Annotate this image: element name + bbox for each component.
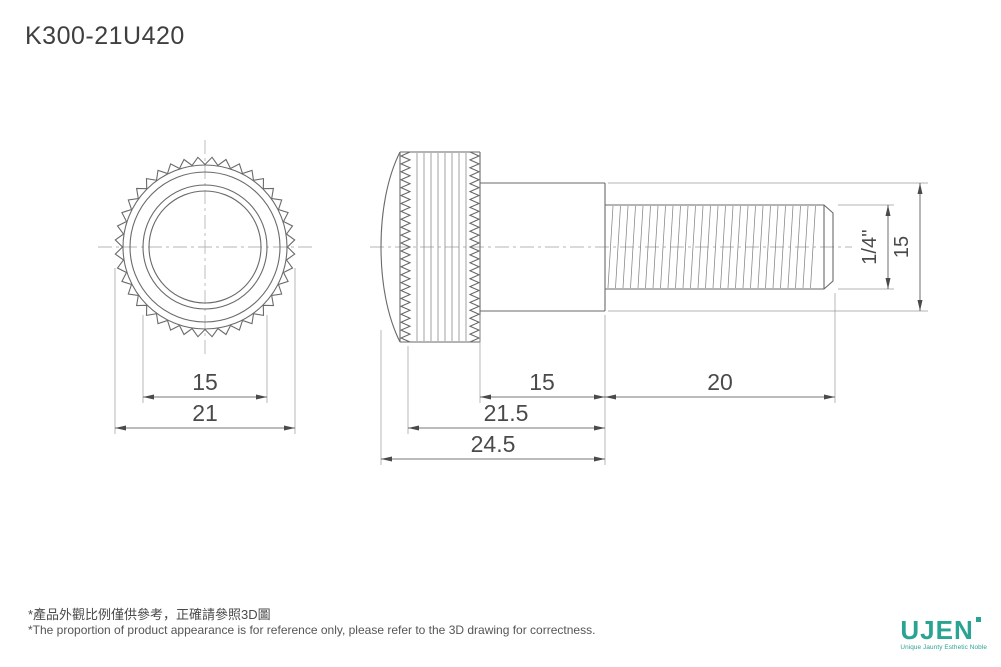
logo-mark-icon — [975, 616, 981, 622]
side-knurl-texture — [399, 151, 481, 343]
dimensions: 15 21 15 20 21.5 24.5 1/4'' 15 — [114, 182, 928, 465]
extension-lines — [114, 182, 928, 465]
dim-collar-diameter-label: 15 — [891, 236, 913, 258]
logo-tagline: Unique Jaunty Esthetic Noble — [900, 643, 987, 651]
footnote-english: *The proportion of product appearance is… — [28, 623, 596, 637]
dim-collar-length-label: 15 — [529, 369, 555, 395]
knurl-inner-circle — [129, 171, 281, 323]
dim-thread-diameter-label: 1/4'' — [859, 229, 881, 264]
thread-texture — [607, 205, 816, 289]
dim-total-length-label: 24.5 — [471, 431, 516, 457]
side-knurl-right-serration — [468, 151, 481, 343]
dome-profile — [380, 151, 401, 343]
side-view — [370, 151, 852, 343]
dim-front-outer-label: 21 — [192, 400, 218, 426]
front-view — [98, 140, 312, 355]
thread-hatch — [607, 205, 816, 289]
dim-front-inner-label: 15 — [192, 369, 218, 395]
dim-head-length-label: 21.5 — [484, 400, 529, 426]
brand-logo: UJEN Unique Jaunty Esthetic Noble — [900, 614, 987, 651]
footnote-chinese: *產品外觀比例僅供參考，正確請參照3D圖 — [28, 607, 271, 622]
thread-outline — [605, 204, 834, 290]
dim-thread-length-label: 20 — [707, 369, 733, 395]
logo-wordmark: UJEN — [900, 614, 974, 645]
dome-inner-circle — [148, 190, 262, 304]
side-knurl-ridges — [416, 153, 467, 341]
part-number-title: K300-21U420 — [25, 22, 185, 50]
knurl-base-circle — [122, 164, 288, 330]
dome-outer-circle — [142, 184, 268, 310]
collar-outline — [480, 182, 606, 312]
knurl-band-outline — [399, 151, 481, 343]
side-knurl-left-serration — [399, 151, 412, 343]
